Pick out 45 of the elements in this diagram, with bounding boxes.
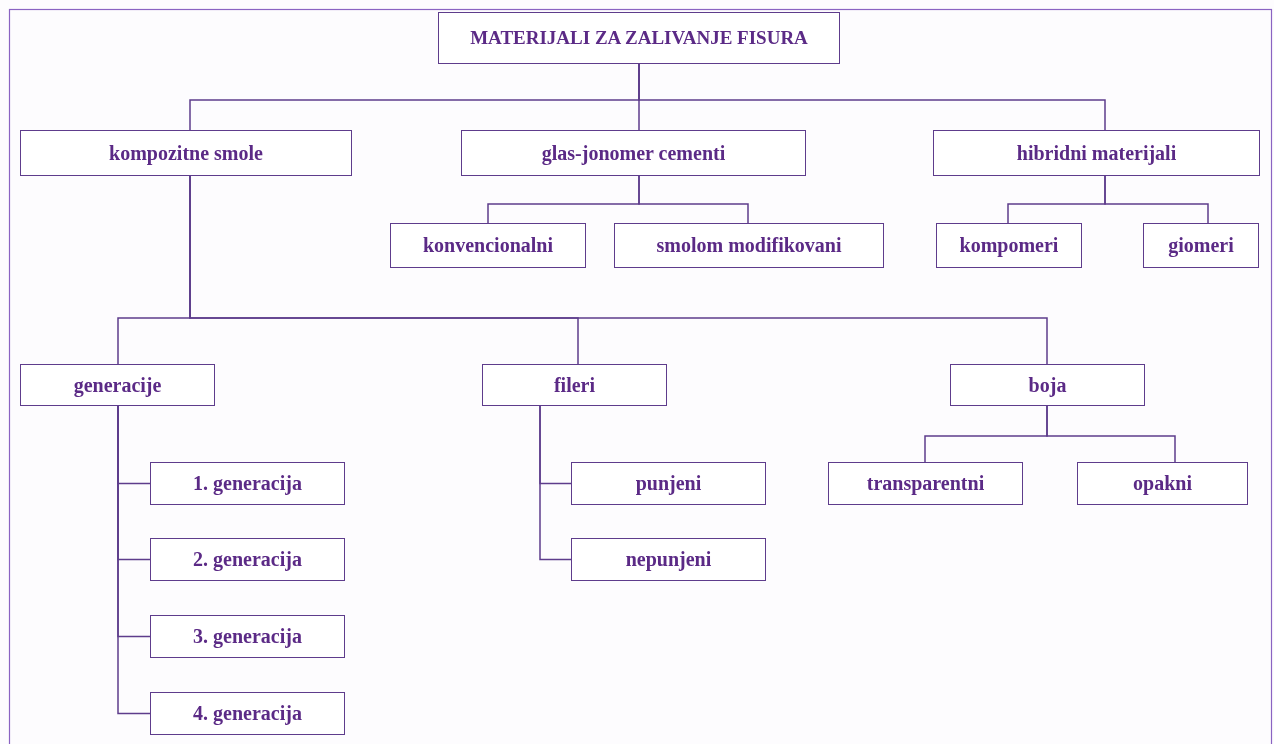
category-box [20, 364, 215, 406]
box-label: 2. generacija [193, 548, 302, 571]
box-label: punjeni [635, 472, 702, 495]
connector-line [1046, 405, 1176, 463]
box-label: transparentni [866, 472, 985, 495]
category-box [571, 462, 766, 505]
box-label: smolom modifikovani [656, 234, 842, 257]
box-label: kompomeri [959, 234, 1059, 257]
category-box [20, 130, 352, 176]
category-box [150, 462, 345, 505]
category-box [390, 223, 586, 268]
connector-line [638, 63, 1106, 131]
box-label: hibridni materijali [1016, 141, 1177, 165]
category-box [933, 130, 1260, 176]
box-label: konvencionalni [422, 234, 553, 257]
box-label: fileri [553, 373, 596, 397]
connector-line [1104, 175, 1209, 224]
box-label: 1. generacija [193, 472, 302, 495]
box-label: kompozitne smole [109, 141, 263, 165]
category-box [936, 223, 1082, 268]
category-box [461, 130, 806, 176]
box-label: giomeri [1168, 234, 1234, 257]
category-box [482, 364, 667, 406]
box-label: opakni [1133, 472, 1192, 495]
title-text: MATERIJALI ZA ZALIVANJE FISURA [470, 27, 808, 49]
category-box [150, 538, 345, 581]
category-box [614, 223, 884, 268]
title-box [438, 12, 840, 64]
box-label: nepunjeni [625, 548, 712, 571]
category-box [150, 692, 345, 735]
connector-line [539, 405, 572, 561]
box-label: boja [1028, 373, 1067, 397]
category-box [150, 615, 345, 658]
connector-line [638, 175, 749, 224]
box-label: 3. generacija [193, 625, 302, 648]
category-box [828, 462, 1023, 505]
box-label: 4. generacija [193, 702, 302, 725]
connector-line [117, 405, 151, 715]
box-label: generacije [73, 373, 162, 397]
category-box [950, 364, 1145, 406]
box-label: glas-jonomer cementi [541, 141, 726, 165]
category-box [1143, 223, 1259, 268]
category-box [1077, 462, 1248, 505]
connector-line [189, 175, 1048, 365]
category-box [571, 538, 766, 581]
